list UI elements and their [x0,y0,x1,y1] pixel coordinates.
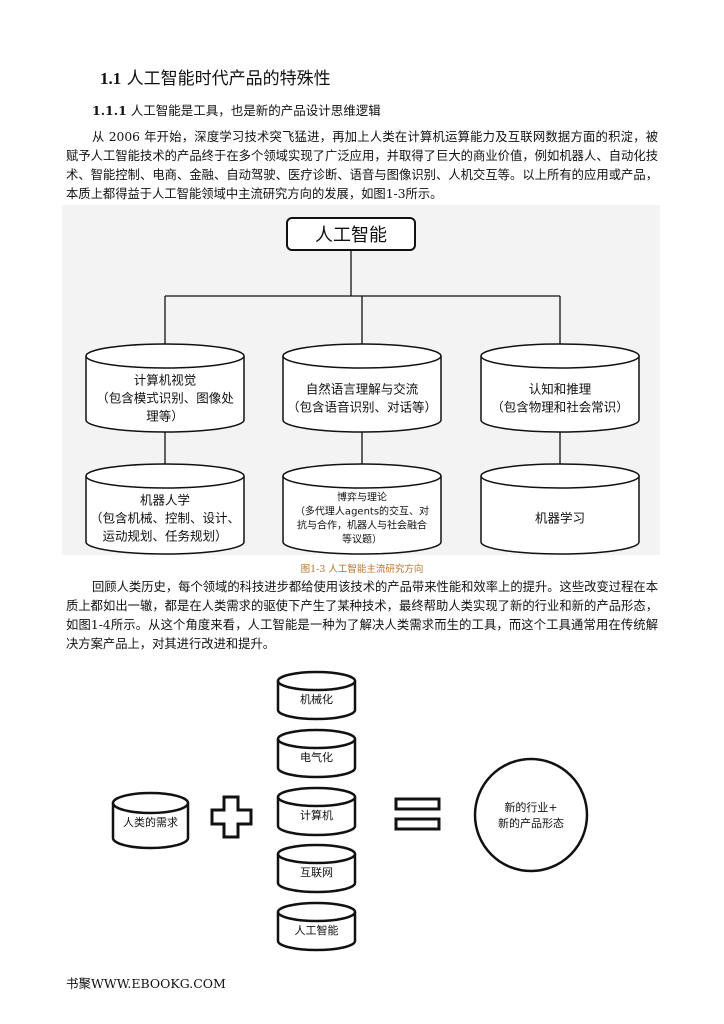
node-label: 抗与合作，机器人与社会融合 [297,519,427,532]
node-label: （包含语音识别、对话等） [287,400,437,415]
footer-watermark: 书聚WWW.EBOOKG.COM [66,976,226,991]
node-label: 等议题） [342,533,382,546]
root-label: 人工智能 [315,225,387,246]
subsection-number: 1.1.1 [92,103,127,118]
node-label: 电气化 [300,750,333,764]
node-label: 运动规划、任务规划） [102,529,227,544]
need-node: 人类的需求 [111,791,190,850]
node-label: 机械化 [300,692,333,706]
node-label: 认知和推理 [529,382,592,397]
paragraph: 从 2006 年开始，深度学习技术突飞猛进，再加上人类在计算机运算能力及互联网数… [66,130,658,201]
node-label: 理等） [146,409,184,424]
node-label: 人工智能 [295,923,339,937]
top-node: 自然语言理解与交流 （包含语音识别、对话等） [282,343,442,433]
bottom-node: 机器人学 （包含机械、控制、设计、运动规划、任务规划） [85,463,245,555]
plus-icon [210,795,253,839]
tech-node: 计算机 [276,786,357,837]
node-label: 机器人学 [140,493,190,508]
node-label: 自然语言理解与交流 [306,382,419,397]
tech-node: 电气化 [276,728,357,779]
tech-node: 互联网 [276,843,357,894]
result-node: 新的行业+ 新的产品形态 [473,757,589,873]
node-label: 机器学习 [535,511,585,526]
node-label: （包含机械、控制、设计、 [90,511,240,526]
node-label: 互联网 [300,866,333,879]
node-label: （多代理人agents的交互、对 [295,505,429,518]
tech-node: 人工智能 [276,901,357,952]
node-label: 计算机视觉 [134,373,197,388]
node-label: （包含模式识别、图像处 [96,391,234,406]
section-heading: 1.1 人工智能时代产品的特殊性 [100,64,331,89]
subsection-heading: 1.1.1 人工智能是工具，也是新的产品设计思维逻辑 [92,100,381,119]
paragraph: 回顾人类历史，每个领域的科技进步都给使用该技术的产品带来性能和效率上的提升。这些… [66,580,658,651]
node-label: 博弈与理论 [337,491,387,504]
equals-icon-bottom [394,817,441,831]
node-label: 计算机 [300,808,333,822]
subsection-title: 人工智能是工具，也是新的产品设计思维逻辑 [130,103,381,118]
bottom-node: 机器学习 [480,463,640,555]
node-label: （包含物理和社会常识） [491,400,629,415]
equals-icon-top [394,797,441,811]
top-node: 认知和推理 （包含物理和社会常识） [480,343,640,433]
figure-caption: 图1-3 人工智能主流研究方向 [300,564,424,575]
node-label: 新的产品形态 [498,816,564,830]
node-label: 新的行业+ [504,800,557,814]
section-title: 人工智能时代产品的特殊性 [126,69,331,89]
node-label: 人类的需求 [123,815,178,829]
tech-node: 机械化 [276,670,357,721]
section-number: 1.1 [100,69,122,88]
